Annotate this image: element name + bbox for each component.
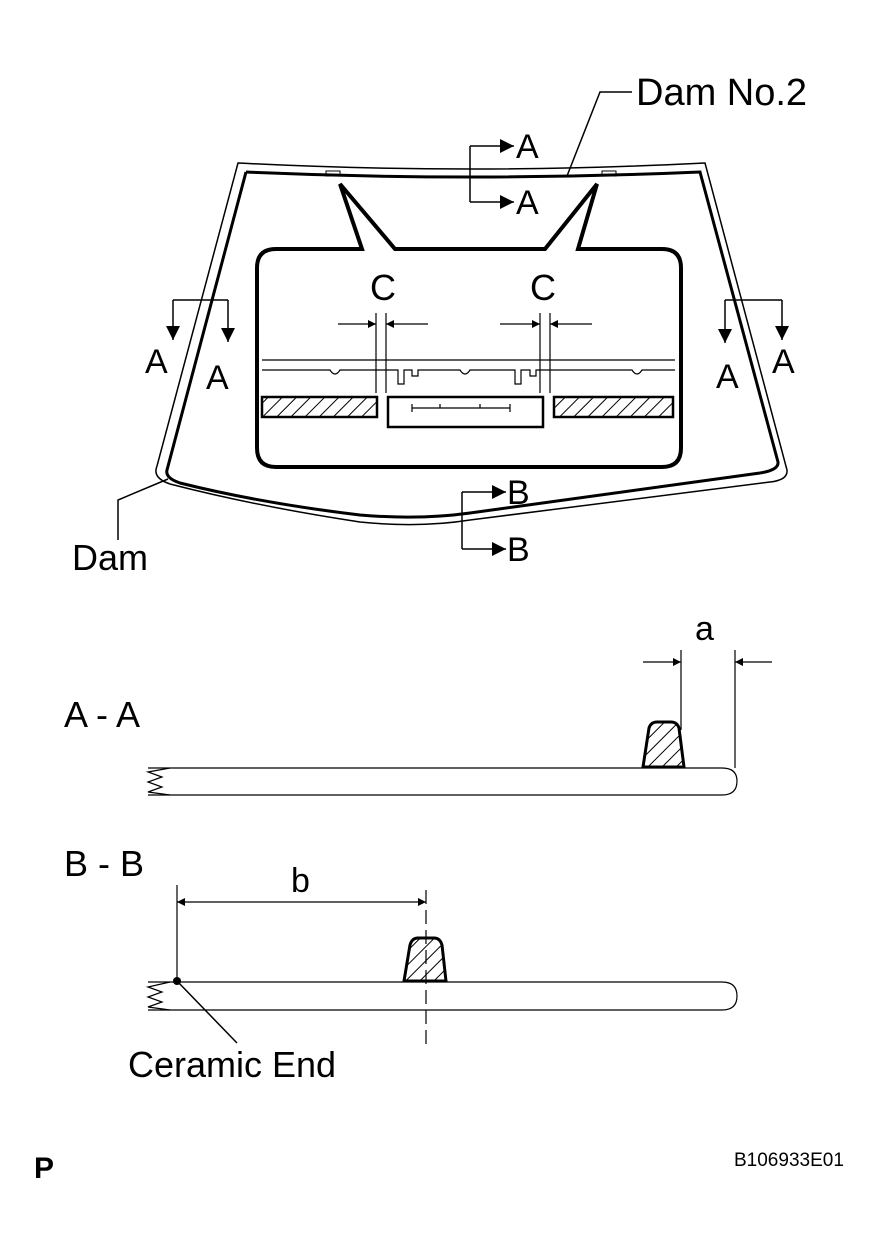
section-marker-right-a xyxy=(718,299,789,343)
break-symbol-bb xyxy=(145,981,171,1011)
dimension-a xyxy=(643,650,772,768)
section-a-label-left2: A xyxy=(206,359,229,397)
section-bb-glass xyxy=(145,981,738,1011)
dam-profile-aa xyxy=(641,720,686,769)
windshield-glass xyxy=(155,162,788,526)
dam-leader xyxy=(117,478,169,540)
dimension-b-label: b xyxy=(291,862,310,900)
windshield-outer-edge xyxy=(155,162,788,526)
section-aa-title: A - A xyxy=(64,694,140,735)
page-letter: P xyxy=(34,1152,54,1185)
section-c-label-right: C xyxy=(530,267,556,308)
section-bb-title: B - B xyxy=(64,843,144,884)
center-bracket xyxy=(386,395,545,429)
dam-profile-bb xyxy=(402,936,448,983)
top-clip-right xyxy=(601,170,617,177)
ceramic-end-leader xyxy=(176,980,238,1044)
detail-callout: C C xyxy=(255,182,683,469)
hatched-bar-left xyxy=(260,395,379,419)
dam-no2-label: Dam No.2 xyxy=(636,72,807,114)
section-marker-left-a xyxy=(166,299,235,342)
section-a-label-right1: A xyxy=(716,358,739,396)
dam-no2-leader xyxy=(566,91,632,177)
dam-no2-bead xyxy=(245,170,780,475)
molding-line-lower xyxy=(262,369,675,385)
section-marker-top-a xyxy=(469,139,514,209)
dimension-b xyxy=(176,885,427,1046)
figure-code: B106933E01 xyxy=(734,1150,844,1171)
section-c-label-left: C xyxy=(370,267,396,308)
section-b-label-bottom1: B xyxy=(507,474,530,512)
section-marker-bottom-b xyxy=(461,485,506,556)
break-symbol-aa xyxy=(145,767,171,796)
section-a-label-left1: A xyxy=(145,343,168,381)
section-a-label-top1: A xyxy=(516,128,539,166)
c-dimension-left xyxy=(338,313,428,393)
c-dimension-right xyxy=(500,313,592,393)
top-clip-left xyxy=(325,170,341,177)
section-b-label-bottom2: B xyxy=(507,531,530,569)
ceramic-end-label: Ceramic End xyxy=(128,1044,336,1085)
section-aa-glass xyxy=(145,767,738,796)
center-bracket-detail xyxy=(411,404,511,412)
section-a-label-top2: A xyxy=(516,184,539,222)
hatched-bar-right xyxy=(552,395,675,419)
section-a-label-right2: A xyxy=(772,343,795,381)
dam-label: Dam xyxy=(72,537,148,578)
dimension-a-label: a xyxy=(695,610,714,648)
dam-bead-inner xyxy=(165,171,761,519)
